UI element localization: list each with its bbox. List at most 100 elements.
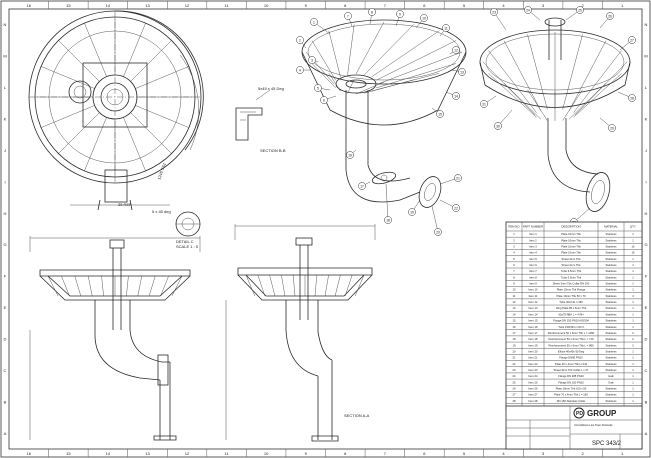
- part-balloon-number: 31: [482, 102, 486, 106]
- part-balloon: [296, 36, 304, 44]
- bom-cell: Stainless: [606, 232, 618, 236]
- zone-row-label: L: [645, 85, 648, 90]
- bom-cell: Plate 10mm Thk: [561, 251, 581, 255]
- zone-row-label: C: [4, 368, 7, 373]
- bom-cell: 1: [513, 232, 515, 236]
- detail-c-view: 5 x 45 deg DETAIL C SCALE 1 : 5: [152, 209, 201, 249]
- bom-cell: 26: [513, 386, 516, 390]
- bom-cell: Stainless: [606, 238, 618, 242]
- part-balloon: [458, 68, 466, 76]
- bom-cell: Item 10: [529, 288, 538, 292]
- bom-cell: 25: [513, 380, 516, 384]
- bom-cell: 60x75 RBK L = 4 RH: [559, 312, 584, 316]
- bom-cell: 1: [632, 238, 634, 242]
- svg-text:1245 SS1: 1245 SS1: [156, 161, 167, 180]
- bom-cell: Item 5: [529, 257, 537, 261]
- bom-cell: Item 28: [529, 399, 538, 403]
- bom-cell: 22: [513, 362, 516, 366]
- bom-cell: Plate 70 x 4mm Thk L = 160: [554, 393, 588, 397]
- zone-col-label: 11: [225, 451, 230, 456]
- part-balloon-number: 29: [610, 126, 614, 130]
- bom-cell: Item 15: [529, 319, 538, 323]
- zone-col-label: 16: [27, 451, 32, 456]
- part-balloon: [524, 6, 532, 14]
- zone-row-label: I: [645, 179, 646, 184]
- part-balloon: [628, 94, 636, 102]
- bom-cell: 1: [632, 399, 634, 403]
- bom-cell: 1: [632, 269, 634, 273]
- bom-cell: Flange DN 285 PN10: [558, 374, 584, 378]
- bom-cell: Item 19: [529, 343, 538, 347]
- bom-cell: Item 17: [529, 331, 538, 335]
- company-logo: PD: [573, 407, 585, 419]
- part-balloon: [384, 216, 392, 224]
- bom-cell: Item 26: [529, 386, 538, 390]
- bom-header: QTY.: [630, 225, 636, 229]
- svg-text:5 x 45 deg: 5 x 45 deg: [152, 209, 171, 214]
- bom-cell: Item 23: [529, 368, 538, 372]
- bom-cell: Plate 10mm Thk 50 x 70: [556, 294, 586, 298]
- part-balloon: [420, 14, 428, 22]
- bom-cell: Stainless: [606, 257, 618, 261]
- detail-c-scale: SCALE 1 : 5: [176, 244, 199, 249]
- part-balloon-number: 19: [410, 210, 414, 214]
- bom-cell: 2: [632, 331, 634, 335]
- bom-cell: Galv: [608, 380, 614, 384]
- bom-cell: Item 7: [529, 269, 537, 273]
- part-balloon-number: 23: [492, 10, 496, 14]
- bom-cell: 23: [513, 368, 516, 372]
- bom-cell: Reinforcement 50 x 6mm Thk L = 1050: [548, 331, 595, 335]
- bom-cell: Ring Plate 80 x 6mm Thk: [556, 306, 587, 310]
- part-balloon: [368, 8, 376, 16]
- zone-col-label: 6: [423, 3, 426, 8]
- bom-cell: 11: [513, 294, 516, 298]
- bom-cell: 1: [632, 263, 634, 267]
- zone-col-label: 1: [621, 3, 624, 8]
- zone-col-label: 10: [264, 3, 269, 8]
- bom-cell: 1: [632, 257, 634, 261]
- part-balloon-number: 30: [496, 124, 500, 128]
- bom-cell: Item 22: [529, 362, 538, 366]
- zone-col-label: 4: [502, 3, 505, 8]
- zone-col-label: 7: [384, 451, 387, 456]
- bom-cell: Stainless: [606, 349, 618, 353]
- company-address: Unit Address Line Town Postcode: [574, 423, 613, 427]
- bom-cell: 16: [632, 245, 635, 249]
- part-balloon: [628, 36, 636, 44]
- zone-row-label: A: [645, 431, 648, 436]
- zone-col-label: 2: [582, 3, 585, 8]
- bom-cell: Tube 3.5mm Thk: [561, 269, 582, 273]
- part-balloon: [480, 100, 488, 108]
- part-balloon: [396, 10, 404, 18]
- bom-cell: Sheet 3mm Thk Collar DN 200: [553, 282, 590, 286]
- zone-row-label: E: [645, 305, 648, 310]
- bom-cell: 20: [513, 349, 516, 353]
- part-balloon-number: 11: [444, 26, 448, 30]
- zone-row-label: I: [4, 179, 5, 184]
- bom-cell: Sheet 4mm Thk: [562, 263, 582, 267]
- part-balloon-number: 20: [436, 230, 440, 234]
- bom-cell: 17: [513, 331, 516, 335]
- zone-row-label: M: [3, 54, 6, 59]
- zone-col-label: 3: [542, 3, 545, 8]
- bom-cell: Stainless: [606, 282, 618, 286]
- bom-cell: Stainless: [606, 343, 618, 347]
- zone-col-label: 8: [344, 451, 347, 456]
- bom-cell: Stainless: [606, 245, 618, 249]
- zone-col-label: 5: [463, 3, 466, 8]
- bom-cell: 1: [632, 306, 634, 310]
- bom-cell: 13: [513, 306, 516, 310]
- bom-cell: 2: [513, 238, 515, 242]
- bom-cell: Tube 150/154 x OD 3: [558, 325, 584, 329]
- zone-col-label: 13: [145, 451, 150, 456]
- bom-cell: Stainless: [606, 386, 618, 390]
- part-balloon: [490, 8, 498, 16]
- zone-labels-top: 1616151514141313121211111010998877665544…: [27, 1, 624, 457]
- part-balloon-number: 2: [299, 38, 301, 42]
- bom-cell: 2: [632, 337, 634, 341]
- bom-cell: Plate 10mm Thk Flange: [557, 288, 586, 292]
- bom-cell: Stainless: [606, 356, 618, 360]
- bom-cell: 1: [632, 319, 634, 323]
- bom-cell: Stainless: [606, 269, 618, 273]
- bom-cell: Sheet 3mm Thk Collar L = 37: [554, 368, 589, 372]
